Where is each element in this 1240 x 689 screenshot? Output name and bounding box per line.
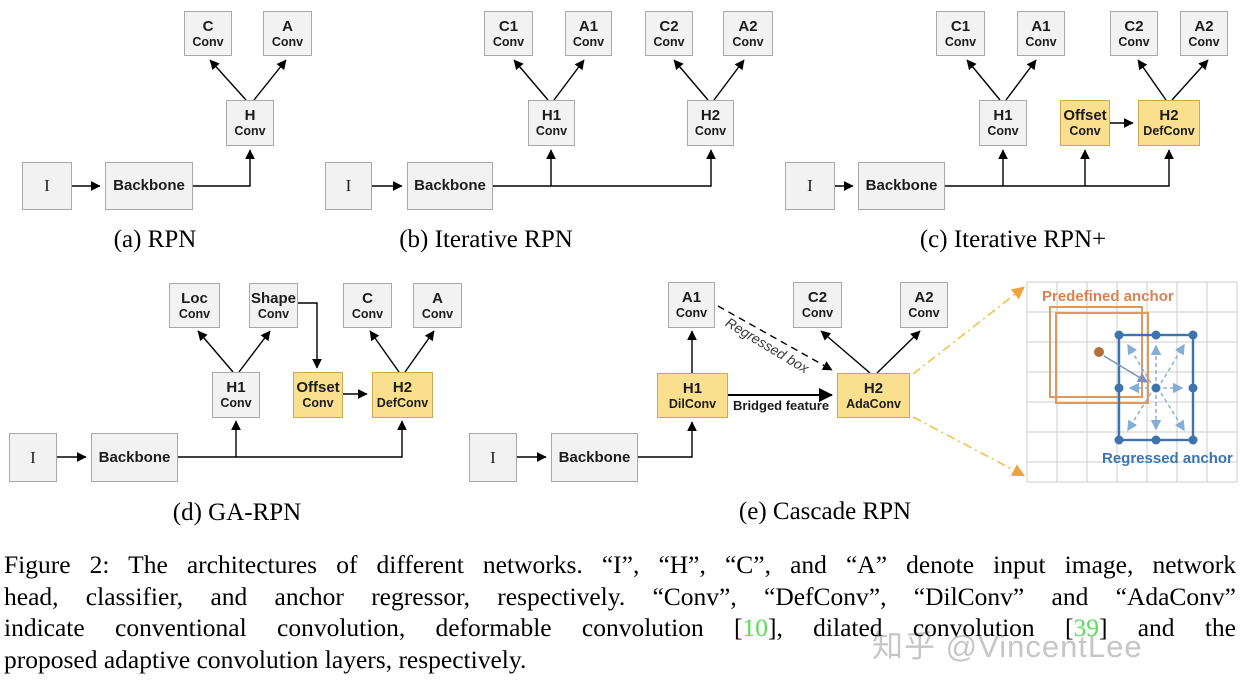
node-c-h1: H1 Conv xyxy=(979,100,1027,146)
node-d-c: C Conv xyxy=(343,283,392,328)
node-d-h1: H1 Conv xyxy=(212,372,260,418)
node-c-input: I xyxy=(785,162,835,210)
panel-c-arrows xyxy=(835,59,1209,191)
panel-e-caption: (e) Cascade RPN xyxy=(738,498,912,525)
node-e-h2: H2 AdaConv xyxy=(837,373,910,418)
node-b-h1: H1 Conv xyxy=(528,100,575,146)
node-b-backbone: Backbone xyxy=(407,162,493,210)
panel-d-arrows xyxy=(57,302,435,462)
node-b-a2: A2 Conv xyxy=(723,11,773,56)
node-e-backbone: Backbone xyxy=(551,433,638,482)
node-d-h2: H2 DefConv xyxy=(372,372,433,418)
regressed-anchor-label: Regressed anchor xyxy=(1102,450,1233,467)
citation-10: 10 xyxy=(742,613,769,642)
caption-line-4: proposed adaptive convolution layers, re… xyxy=(4,644,527,674)
node-b-c2: C2 Conv xyxy=(645,11,693,56)
node-e-a2: A2 Conv xyxy=(900,282,948,328)
node-d-offset: Offset Conv xyxy=(293,372,343,418)
node-a-input: I xyxy=(22,162,72,210)
panel-d-caption: (d) GA-RPN xyxy=(172,499,302,526)
node-c-h2: H2 DefConv xyxy=(1138,100,1200,146)
node-c-a1: A1 Conv xyxy=(1017,11,1065,56)
node-a-backbone: Backbone xyxy=(105,162,193,210)
caption-line-3: indicate conventional convolution, defor… xyxy=(4,613,1236,642)
predefined-anchor-label: Predefined anchor xyxy=(1042,288,1174,305)
node-c-a2: A2 Conv xyxy=(1180,11,1228,56)
node-d-backbone: Backbone xyxy=(91,433,178,482)
node-c-c1: C1 Conv xyxy=(936,11,985,56)
source-point-dot xyxy=(1094,347,1104,357)
node-c-backbone: Backbone xyxy=(858,162,945,210)
figure-caption: Figure 2: The architectures of different… xyxy=(4,549,1236,675)
node-a-c: C Conv xyxy=(184,11,232,56)
node-e-c2: C2 Conv xyxy=(793,282,842,328)
panel-b-caption: (b) Iterative RPN xyxy=(399,226,573,253)
node-a-h: H Conv xyxy=(226,100,274,146)
node-b-input: I xyxy=(325,162,372,210)
node-c-c2: C2 Conv xyxy=(1110,11,1158,56)
panel-b-arrows xyxy=(372,59,745,191)
node-b-h2: H2 Conv xyxy=(687,100,734,146)
predefined-anchor-box xyxy=(1049,306,1149,404)
panel-a-caption: (a) RPN xyxy=(113,226,197,253)
node-b-c1: C1 Conv xyxy=(484,11,533,56)
citation-39: 39 xyxy=(1073,613,1099,642)
bridged-feature-label: Bridged feature xyxy=(733,398,830,413)
node-e-a1: A1 Conv xyxy=(668,282,715,328)
panel-a-arrows xyxy=(72,59,287,191)
watermark: 知乎 @VincentLee xyxy=(872,629,1143,664)
node-d-loc: Loc Conv xyxy=(169,283,220,328)
panel-e-arrows xyxy=(517,305,921,462)
node-e-input: I xyxy=(469,433,517,482)
panel-c-caption: (c) Iterative RPN+ xyxy=(919,226,1107,253)
node-e-h1: H1 DilConv xyxy=(657,373,728,418)
node-d-input: I xyxy=(9,433,57,482)
regressed-anchor-box xyxy=(1094,330,1198,445)
node-d-shape: Shape Conv xyxy=(249,283,298,328)
node-c-offset: Offset Conv xyxy=(1060,100,1110,146)
zoom-fan-lines xyxy=(912,286,1026,477)
node-d-a: A Conv xyxy=(413,283,462,328)
caption-line-1: Figure 2: The architectures of different… xyxy=(4,550,1236,579)
caption-line-2: head, classifier, and anchor regressor, … xyxy=(4,581,1236,611)
node-b-a1: A1 Conv xyxy=(565,11,612,56)
node-a-a: A Conv xyxy=(263,11,312,56)
